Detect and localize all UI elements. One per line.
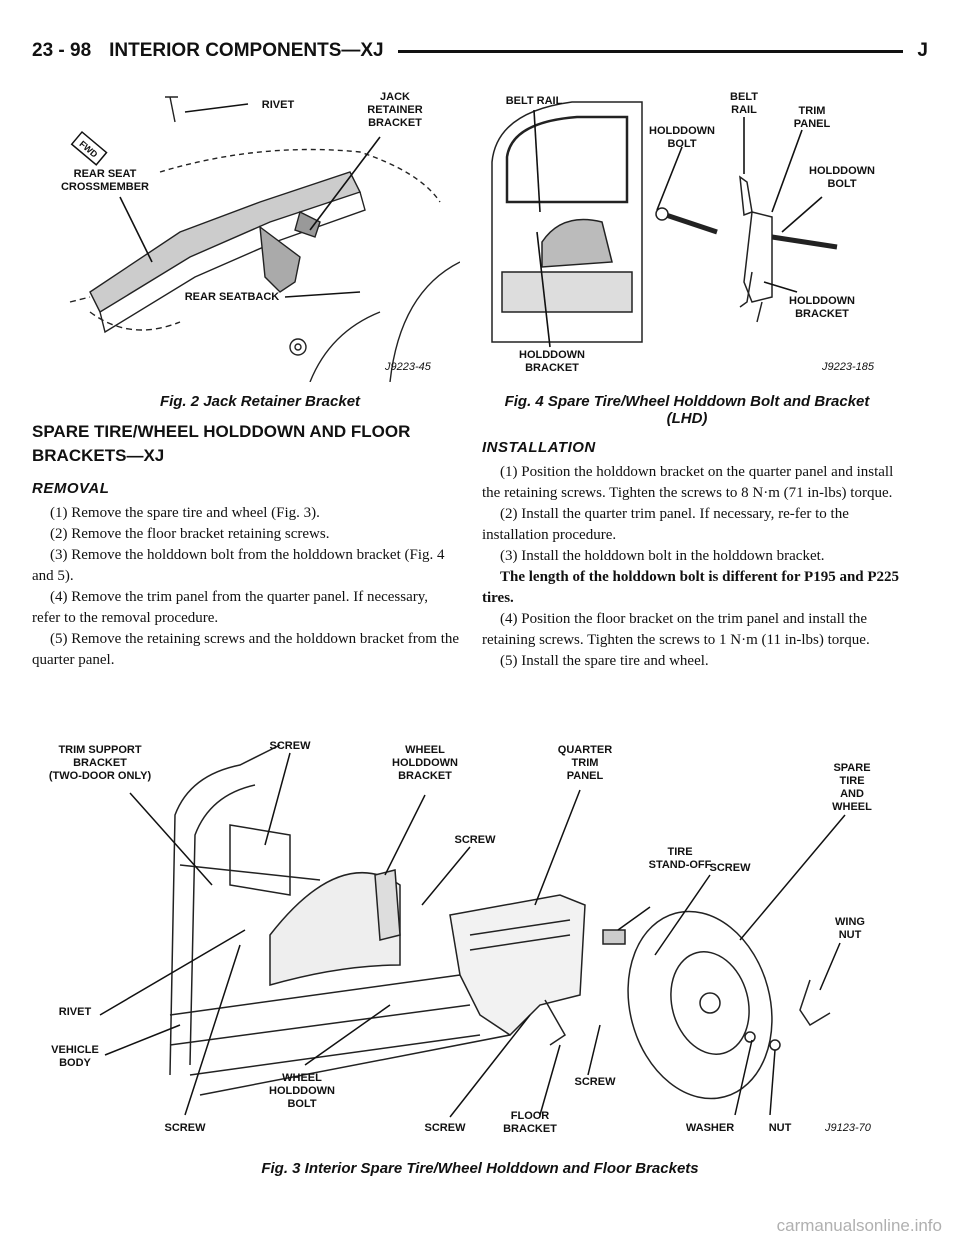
jack-retainer-label-3: BRACKET	[368, 117, 422, 129]
belt-rail-right-2: RAIL	[731, 104, 757, 116]
fig4-caption-line2: (LHD)	[666, 410, 708, 427]
right-column: INSTALLATION (1) Position the holddown b…	[482, 437, 910, 672]
fig4-code: J9223-185	[821, 361, 875, 373]
rivet-label-fig3: RIVET	[59, 1006, 92, 1018]
left-column: SPARE TIRE/WHEEL HOLDDOWN AND FLOOR BRAC…	[32, 420, 460, 671]
trim-support-2: BRACKET	[73, 757, 127, 769]
install-step: (4) Position the floor bracket on the tr…	[482, 611, 870, 648]
fig3-caption: Fig. 3 Interior Spare Tire/Wheel Holddow…	[261, 1160, 699, 1177]
holddown-bolt-right-2: BOLT	[827, 178, 856, 190]
fig3-illustration: TRIM SUPPORT BRACKET (TWO-DOOR ONLY) SCR…	[40, 735, 900, 1155]
trim-panel-2: PANEL	[794, 118, 831, 130]
floor-bracket-1: FLOOR	[511, 1110, 550, 1122]
section-heading-line2: BRACKETS—XJ	[32, 446, 165, 465]
spare-tire-3: AND	[840, 788, 864, 800]
fig2-code: J9223-45	[384, 361, 432, 373]
screw-bottom-right-label: SCREW	[575, 1076, 617, 1088]
wheel-holddown-bolt-3: BOLT	[287, 1098, 316, 1110]
wheel-holddown-bracket-3: BRACKET	[398, 770, 452, 782]
section-title: INTERIOR COMPONENTS—XJ	[109, 40, 384, 61]
removal-step: (1) Remove the spare tire and wheel (Fig…	[50, 505, 320, 521]
holddown-bracket-right-2: BRACKET	[795, 308, 849, 320]
wheel-holddown-bracket-2: HOLDDOWN	[392, 757, 458, 769]
holddown-bracket-right-1: HOLDDOWN	[789, 295, 855, 307]
trim-support-1: TRIM SUPPORT	[58, 744, 141, 756]
vehicle-body-2: BODY	[59, 1057, 91, 1069]
installation-title: INSTALLATION	[482, 439, 596, 456]
page-header: 23 - 98 INTERIOR COMPONENTS—XJ J	[32, 36, 928, 66]
wheel-holddown-bracket-1: WHEEL	[405, 744, 445, 756]
tire-standoff-1: TIRE	[667, 846, 692, 858]
quarter-trim-1: QUARTER	[558, 744, 612, 756]
trim-support-3: (TWO-DOOR ONLY)	[49, 770, 152, 782]
wheel-holddown-bolt-2: HOLDDOWN	[269, 1085, 335, 1097]
quarter-trim-3: PANEL	[567, 770, 604, 782]
removal-step: (3) Remove the holddown bolt from the ho…	[32, 547, 445, 584]
jack-retainer-label-2: RETAINER	[367, 104, 422, 116]
wing-nut-2: NUT	[839, 929, 862, 941]
floor-bracket-2: BRACKET	[503, 1123, 557, 1135]
holddown-bolt-right-1: HOLDDOWN	[809, 165, 875, 177]
washer-label: WASHER	[686, 1122, 734, 1134]
jack-retainer-label-1: JACK	[380, 91, 410, 103]
spare-tire-4: WHEEL	[832, 801, 872, 813]
fig2-caption: Fig. 2 Jack Retainer Bracket	[159, 393, 361, 410]
install-step: (5) Install the spare tire and wheel.	[500, 653, 709, 669]
rivet-label: RIVET	[262, 99, 295, 111]
rear-seatback-label: REAR SEATBACK	[185, 291, 280, 303]
screw-right-label: SCREW	[710, 862, 752, 874]
install-note: The length of the holddown bolt is diffe…	[482, 567, 910, 609]
install-step: (2) Install the quarter trim panel. If n…	[482, 506, 849, 543]
holddown-bolt-left-2: BOLT	[667, 138, 696, 150]
screw-top-label: SCREW	[270, 740, 312, 752]
wing-nut-1: WING	[835, 916, 865, 928]
vehicle-body-1: VEHICLE	[51, 1044, 99, 1056]
screw-bottom-mid-label: SCREW	[425, 1122, 467, 1134]
nut-label: NUT	[769, 1122, 792, 1134]
install-step: (1) Position the holddown bracket on the…	[482, 464, 894, 501]
edition-letter: J	[917, 40, 928, 61]
removal-step: (4) Remove the trim panel from the quart…	[32, 589, 429, 626]
install-step: (3) Install the holddown bolt in the hol…	[500, 548, 825, 564]
fig4-caption-line1: Fig. 4 Spare Tire/Wheel Holddown Bolt an…	[504, 393, 870, 410]
fig4-illustration: BELT RAIL HOLDDOWN BOLT BELT RAIL TRIM P…	[482, 82, 902, 382]
spare-tire-1: SPARE	[833, 762, 870, 774]
section-heading-line1: SPARE TIRE/WHEEL HOLDDOWN AND FLOOR	[32, 422, 411, 441]
page-number: 23 - 98	[32, 40, 92, 61]
holddown-bracket-bottom-1: HOLDDOWN	[519, 349, 585, 361]
screw-mid-label: SCREW	[455, 834, 497, 846]
crossmember-label-2: CROSSMEMBER	[61, 181, 149, 193]
holddown-bolt-left-1: HOLDDOWN	[649, 125, 715, 137]
removal-title: REMOVAL	[32, 480, 110, 497]
removal-step: (2) Remove the floor bracket retaining s…	[50, 526, 330, 542]
belt-rail-right-1: BELT	[730, 91, 758, 103]
install-note-text: The length of the holddown bolt is diffe…	[482, 569, 900, 606]
crossmember-label-1: REAR SEAT	[74, 168, 137, 180]
removal-step: (5) Remove the retaining screws and the …	[32, 631, 460, 668]
spare-tire-2: TIRE	[839, 775, 864, 787]
quarter-trim-2: TRIM	[572, 757, 599, 769]
fig3-code: J9123-70	[824, 1122, 872, 1134]
wheel-holddown-bolt-1: WHEEL	[282, 1072, 322, 1084]
screw-bottom-left-label: SCREW	[165, 1122, 207, 1134]
belt-rail-label: BELT RAIL	[506, 95, 563, 107]
tire-standoff-2: STAND-OFF	[649, 859, 712, 871]
trim-panel-1: TRIM	[799, 105, 826, 117]
holddown-bracket-bottom-2: BRACKET	[525, 362, 579, 374]
fig4-caption: Fig. 4 Spare Tire/Wheel Holddown Bolt an…	[482, 393, 892, 427]
watermark: carmanualsonline.info	[776, 1216, 942, 1235]
fig2-illustration: FWD RIVET JACK RETAINER BRACKET REAR SEA…	[60, 82, 460, 382]
header-rule	[397, 49, 904, 53]
section-heading: SPARE TIRE/WHEEL HOLDDOWN AND FLOOR BRAC…	[32, 420, 460, 468]
